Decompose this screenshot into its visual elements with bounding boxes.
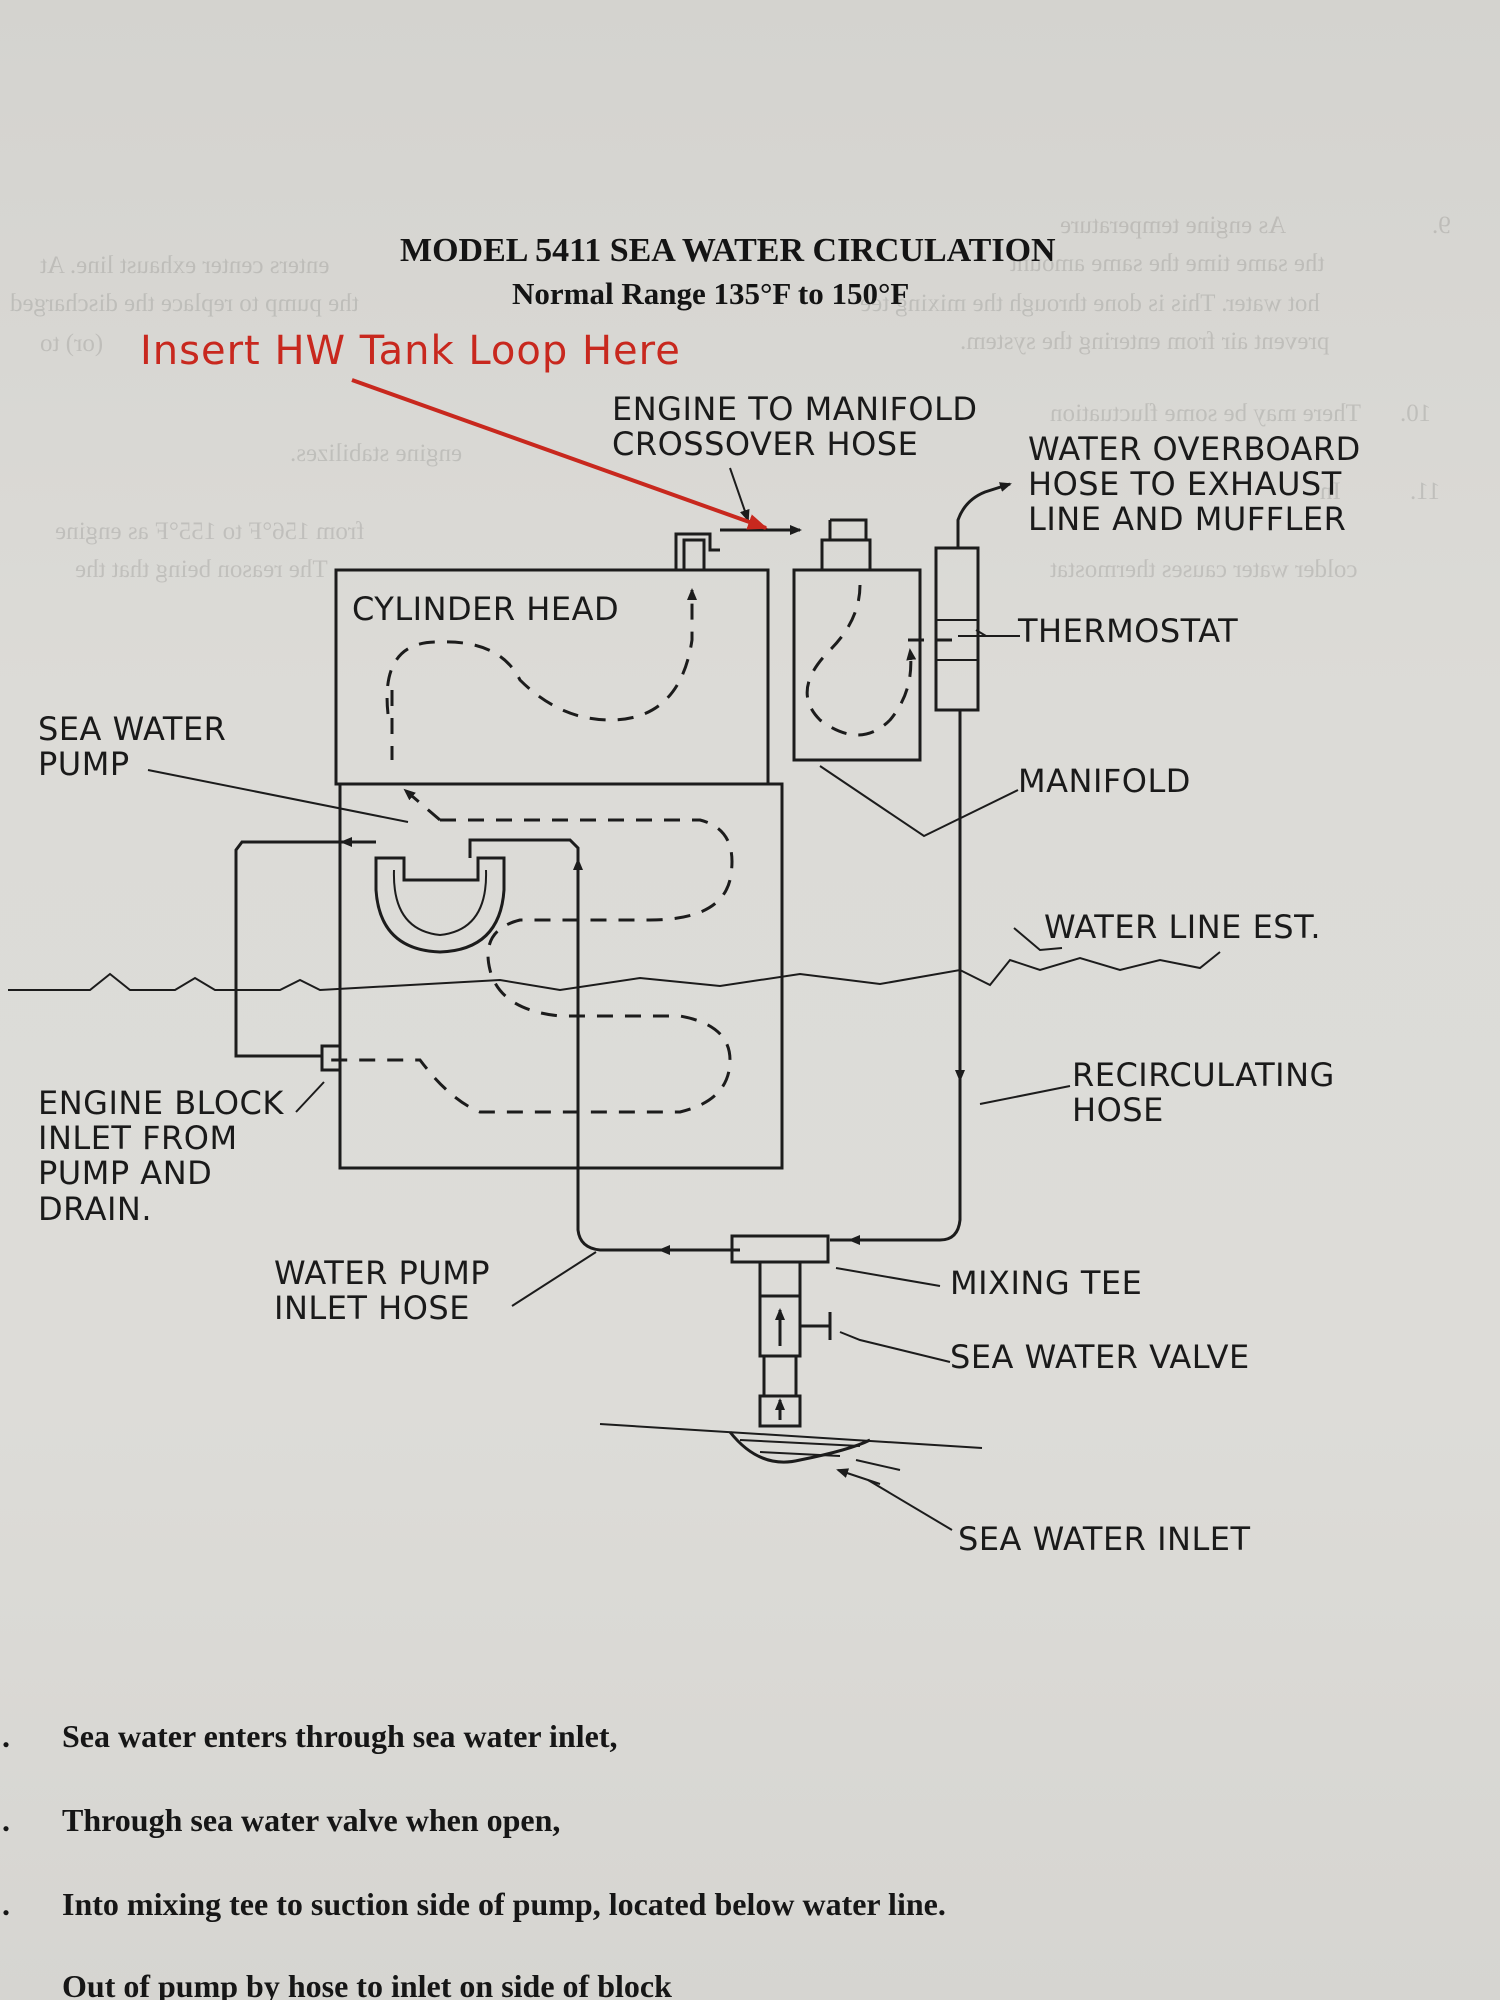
label-manifold: MANIFOLD (1018, 762, 1191, 800)
crossover-fitting-left (674, 532, 720, 570)
mixing-tee (730, 1234, 830, 1264)
recirculating-hose (830, 710, 962, 1242)
annotation-arrow (351, 378, 768, 530)
label-sea-water-inlet: SEA WATER INLET (958, 1520, 1251, 1558)
pump-outlet-hose (234, 840, 376, 1058)
sea-water-pump (374, 856, 506, 954)
overboard-hose (956, 482, 1012, 548)
crossover-fitting-right (820, 538, 872, 570)
label-cylinder-head: CYLINDER HEAD (352, 590, 620, 628)
pump-suction-line (468, 838, 740, 1252)
hw-tank-loop-annotation: Insert HW Tank Loop Here (140, 328, 681, 374)
thermostat-housing (934, 546, 980, 712)
engine-block (338, 782, 784, 1170)
water-line (8, 951, 1221, 992)
hull-line (599, 1423, 983, 1449)
diagram-subtitle: Normal Range 135°F to 150°F (512, 276, 910, 311)
label-mixing-tee: MIXING TEE (950, 1264, 1143, 1302)
label-water-line: WATER LINE EST. (1044, 908, 1322, 946)
label-sea-water-valve: SEA WATER VALVE (950, 1338, 1250, 1376)
label-thermostat: THERMOSTAT (1018, 612, 1239, 650)
diagram-title: MODEL 5411 SEA WATER CIRCULATION (400, 232, 1056, 269)
manifold (792, 568, 922, 762)
